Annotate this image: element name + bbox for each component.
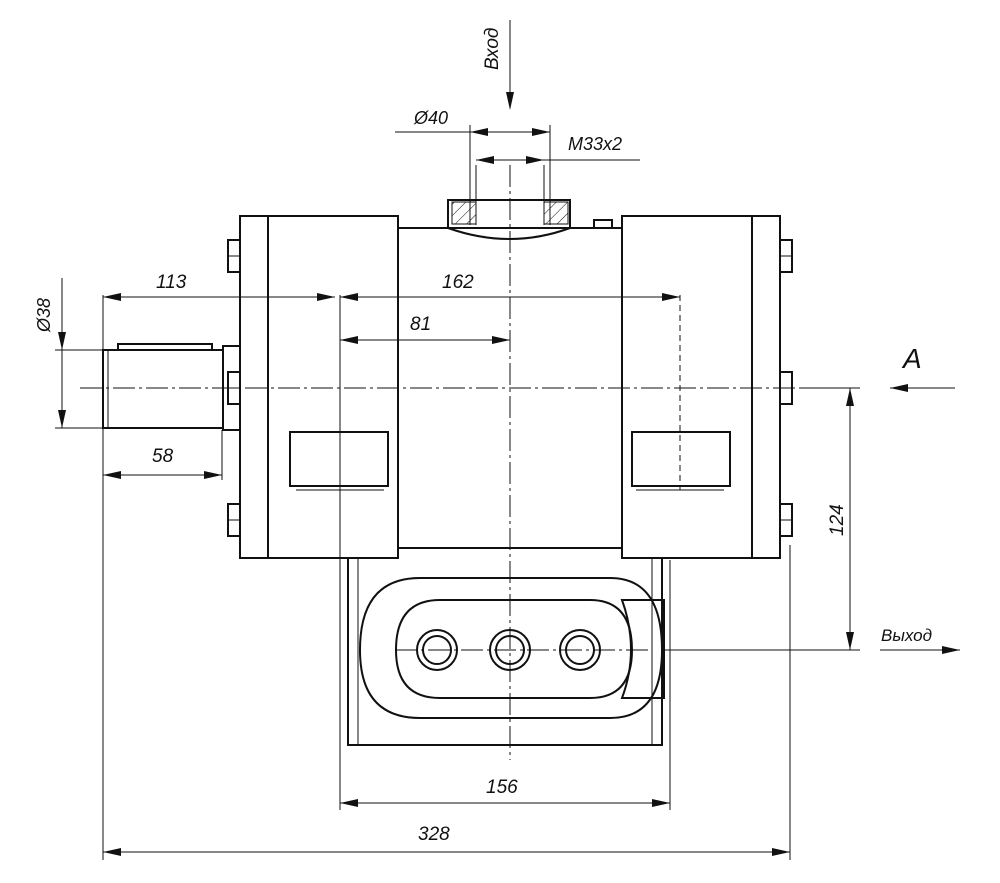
left-cover <box>239 215 269 559</box>
right-bolts <box>779 239 793 537</box>
view-label: А <box>901 343 922 374</box>
inlet-label: Вход <box>482 28 503 70</box>
left-block <box>267 215 399 559</box>
dim-text-162: 162 <box>442 272 474 293</box>
text-labels: Вход Выход А Ø40 М33х2 Ø38 113 162 81 58… <box>34 28 932 845</box>
right-cover <box>751 215 781 559</box>
port-flange <box>358 577 664 719</box>
dim-text-81: 81 <box>410 314 431 335</box>
dim-text-124: 124 <box>827 504 848 536</box>
flow-arrows <box>506 20 960 654</box>
dim-text-328: 328 <box>418 824 450 845</box>
shaft-diameter-label: Ø38 <box>34 298 54 333</box>
mounting-base <box>347 558 665 746</box>
thread-label: М33х2 <box>568 134 622 154</box>
drive-shaft <box>102 343 241 431</box>
right-block <box>621 215 753 559</box>
outlet-label: Выход <box>881 626 932 645</box>
dim-text-58: 58 <box>152 446 174 467</box>
dim-text-113: 113 <box>156 272 187 293</box>
inlet-arrow-head <box>506 92 514 110</box>
inlet-boss <box>447 125 613 240</box>
port-slot <box>394 599 634 699</box>
left-bolts <box>227 239 241 537</box>
port-diameter-label: Ø40 <box>413 108 448 128</box>
dim-text-156: 156 <box>486 777 518 798</box>
center-lines <box>80 165 860 760</box>
middle-housing <box>398 227 622 549</box>
view-arrow-head <box>890 384 908 392</box>
dimension-lines <box>58 128 854 856</box>
outlet-arrow-head <box>942 646 960 654</box>
extension-lines <box>55 295 860 860</box>
pump-body <box>102 125 793 746</box>
